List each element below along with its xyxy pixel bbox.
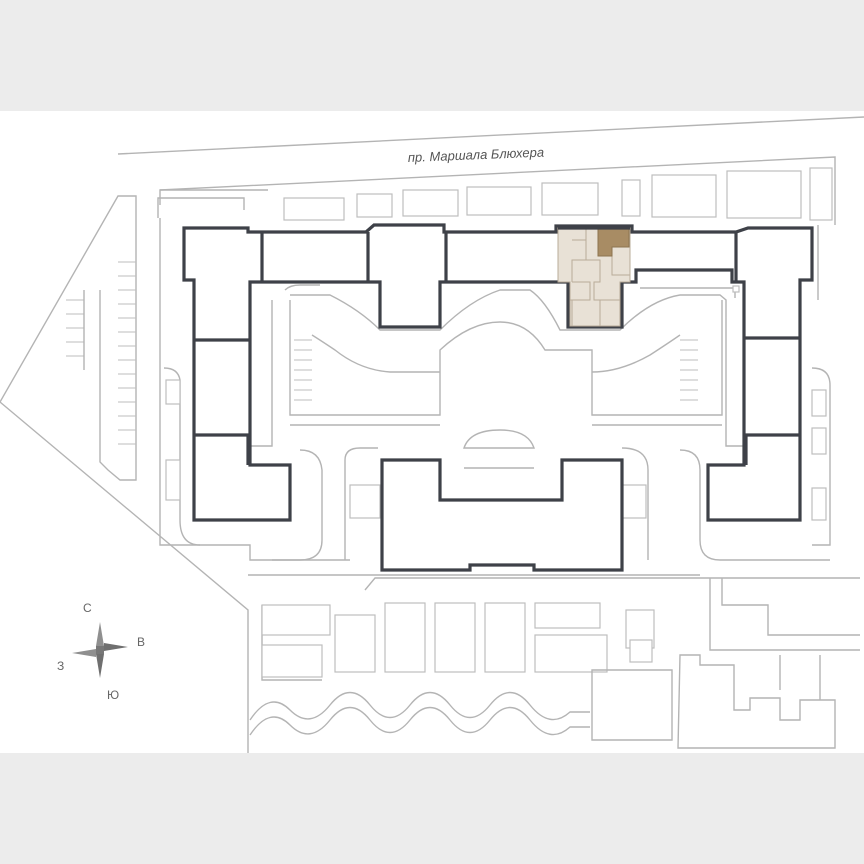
north-block[interactable] xyxy=(182,223,814,522)
compass-west-label: З xyxy=(57,659,64,673)
compass-south-point xyxy=(96,654,104,678)
compass-north-point xyxy=(96,622,104,646)
compass-east-label: В xyxy=(137,635,145,649)
north-parking-cells xyxy=(157,156,836,225)
compass-north-label: С xyxy=(83,601,92,615)
compass-east-point xyxy=(104,643,128,651)
compass-rose: С В Ю З xyxy=(57,601,145,702)
site-area xyxy=(0,111,864,753)
street-name-label: пр. Маршала Блюхера xyxy=(408,145,545,165)
east-sidewalks xyxy=(163,225,831,546)
compass-west-point xyxy=(72,649,96,657)
compass-south-label: Ю xyxy=(107,688,119,702)
street: пр. Маршала Блюхера xyxy=(117,116,864,165)
highlighted-section[interactable] xyxy=(557,226,631,327)
south-parking-blocks xyxy=(248,574,860,749)
south-block[interactable] xyxy=(380,458,624,572)
